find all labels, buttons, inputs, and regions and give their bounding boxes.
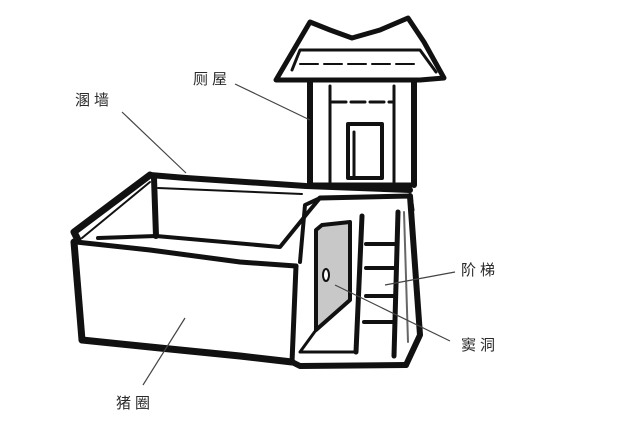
toilet-roof bbox=[273, 15, 447, 83]
label-wall: 溷墙 bbox=[75, 91, 114, 109]
pigpen bbox=[70, 171, 413, 366]
leader-lines bbox=[121, 83, 456, 386]
toilet-house bbox=[307, 79, 417, 188]
hole-shade bbox=[314, 220, 352, 332]
leader-toilet-house bbox=[234, 83, 311, 121]
drawing bbox=[70, 15, 447, 369]
label-pigpen: 猪圈 bbox=[116, 394, 155, 412]
leader-wall bbox=[121, 111, 187, 174]
leader-hole bbox=[334, 284, 451, 342]
label-toilet-house: 厕屋 bbox=[193, 70, 232, 88]
label-ladder: 阶梯 bbox=[461, 261, 500, 279]
leader-ladder bbox=[384, 271, 456, 286]
leader-pigpen bbox=[142, 317, 186, 386]
label-hole: 窦洞 bbox=[461, 336, 500, 354]
side-structure bbox=[289, 193, 423, 369]
hole-opening bbox=[322, 268, 330, 282]
